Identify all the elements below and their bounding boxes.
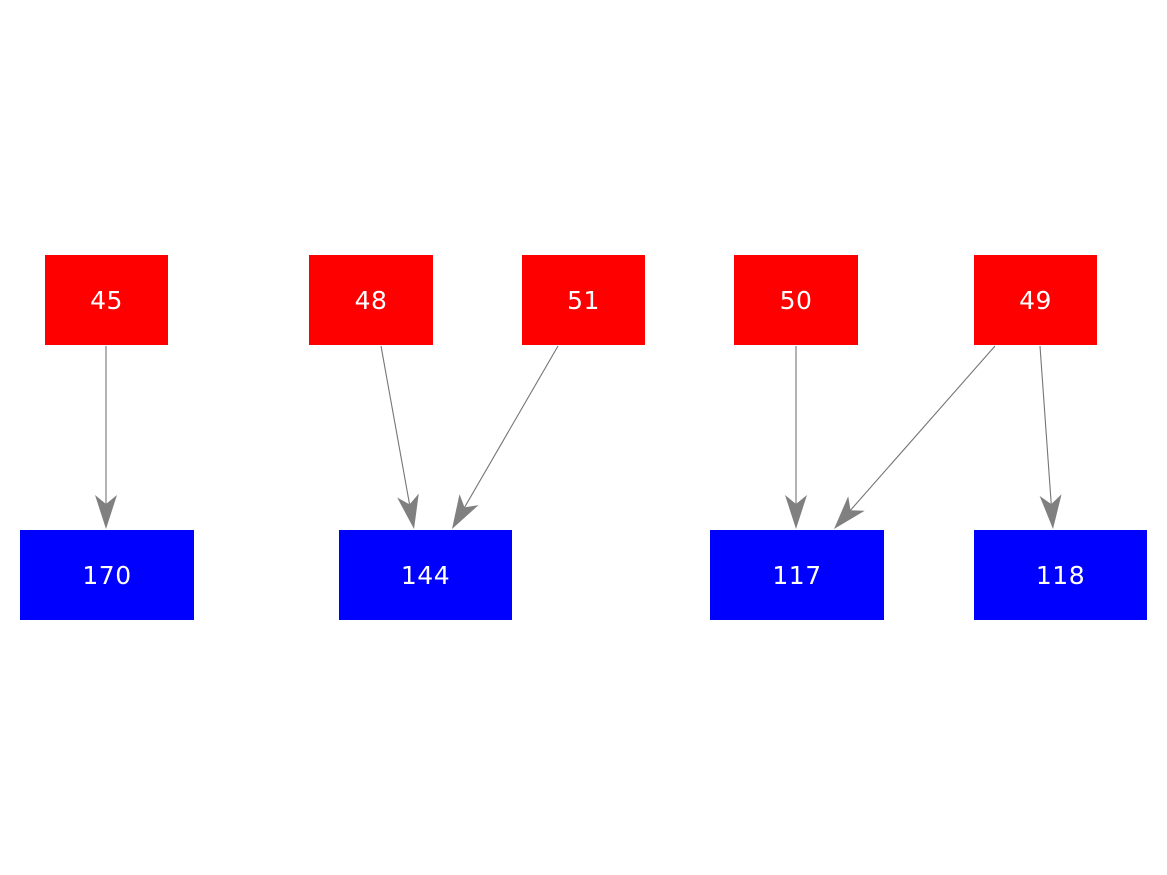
node-label: 117 <box>772 560 822 590</box>
edge-arrowhead-icon <box>785 495 807 529</box>
node-label: 170 <box>82 560 132 590</box>
graph-edge-51-to-144 <box>452 345 559 529</box>
edge-arrowhead-icon <box>397 493 419 529</box>
graph-node-48[interactable]: 48 <box>309 255 433 345</box>
edge-arrowhead-icon <box>452 494 479 529</box>
edge-line <box>452 345 559 528</box>
edge-line <box>380 345 415 528</box>
graph-node-51[interactable]: 51 <box>522 255 645 345</box>
edge-arrowhead-icon <box>834 496 865 529</box>
graph-node-45[interactable]: 45 <box>45 255 168 345</box>
graph-node-50[interactable]: 50 <box>734 255 858 345</box>
graph-edge-49-to-118 <box>1039 345 1062 529</box>
graph-edge-45-to-170 <box>95 346 117 529</box>
node-label: 49 <box>1019 285 1052 315</box>
graph-node-117[interactable]: 117 <box>710 530 884 620</box>
graph-edge-49-to-117 <box>834 345 996 529</box>
edge-arrowhead-icon <box>95 495 117 529</box>
graph-node-118[interactable]: 118 <box>974 530 1147 620</box>
node-label: 48 <box>354 285 388 315</box>
graph-edge-50-to-117 <box>785 346 807 529</box>
graph-node-49[interactable]: 49 <box>974 255 1097 345</box>
node-label: 144 <box>400 560 451 590</box>
edge-line <box>1039 345 1054 528</box>
graph-node-144[interactable]: 144 <box>339 530 512 620</box>
node-label: 50 <box>779 285 813 315</box>
graph-node-170[interactable]: 170 <box>20 530 194 620</box>
edge-arrowhead-icon <box>1039 494 1062 529</box>
node-label: 118 <box>1035 560 1086 590</box>
node-label: 45 <box>90 285 123 315</box>
edge-line <box>834 345 996 528</box>
graph-edge-48-to-144 <box>380 345 419 529</box>
node-label: 51 <box>567 285 600 315</box>
